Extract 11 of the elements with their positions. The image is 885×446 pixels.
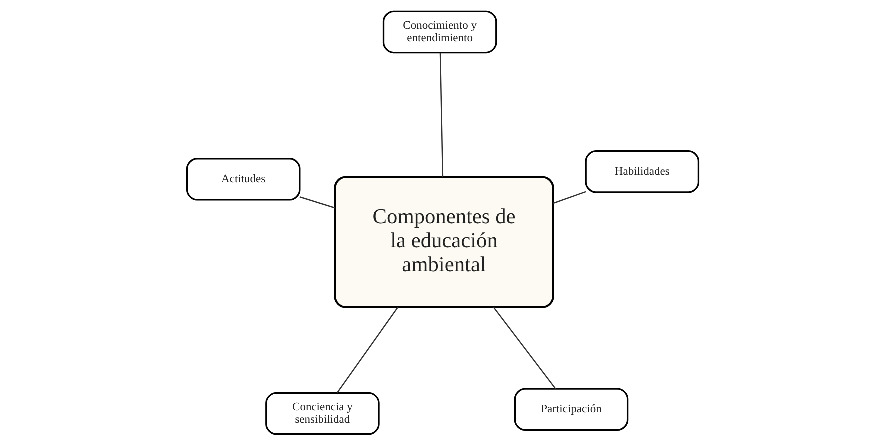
node-box: Actitudes <box>186 158 300 201</box>
node-box: Componentes de la educación ambiental <box>334 176 554 308</box>
node-box: Conocimiento y entendimiento <box>382 10 497 54</box>
node-box: Participación <box>514 388 628 432</box>
connector <box>336 307 398 394</box>
connector <box>439 52 444 178</box>
node-box: Habilidades <box>584 150 700 194</box>
connector <box>552 191 586 204</box>
connector <box>492 307 556 390</box>
connector <box>299 196 335 209</box>
node-box: Conciencia y sensibilidad <box>265 392 380 436</box>
